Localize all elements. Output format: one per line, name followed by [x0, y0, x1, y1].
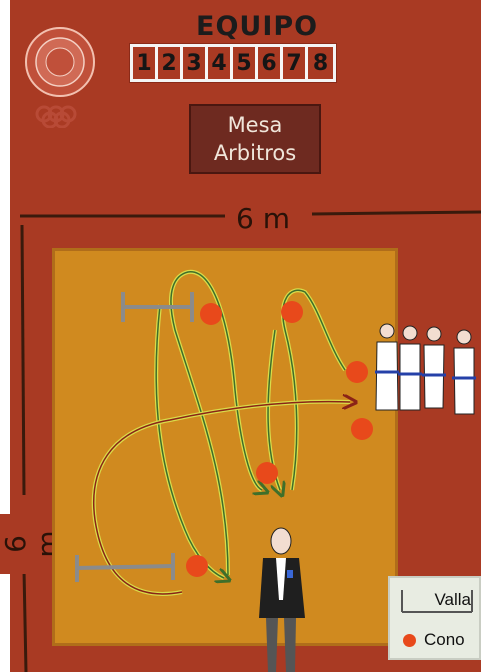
height-dimension-line [20, 225, 28, 672]
team-number-1: 1 [133, 47, 158, 79]
team-number-2: 2 [158, 47, 183, 79]
team-number-3: 3 [183, 47, 208, 79]
team-number-7: 7 [283, 47, 308, 79]
team-number-4: 4 [208, 47, 233, 79]
legend-hurdle-label: Valla [434, 590, 471, 609]
team-number-5: 5 [233, 47, 258, 79]
judges-table-line-1: Mesa [227, 113, 283, 137]
athlete-4 [452, 329, 476, 415]
legend-hurdle-icon [401, 590, 473, 613]
team-title: EQUIPO [196, 11, 319, 42]
width-dimension-line [20, 210, 481, 218]
team-number-bar: 1 2 3 4 5 6 7 8 [130, 44, 336, 82]
legend: Valla Cono [388, 576, 481, 660]
judges-table-line-2: Arbitros [213, 141, 297, 165]
legend-cone-icon [403, 634, 416, 647]
judges-table: Mesa Arbitros [189, 104, 321, 174]
athlete-3 [422, 326, 446, 409]
field-width-label: 6 m [232, 203, 294, 235]
legend-cone-label: Cono [424, 630, 465, 649]
training-field [52, 248, 398, 646]
federation-emblem-logo [25, 27, 95, 128]
athlete-2 [398, 325, 422, 411]
team-number-6: 6 [258, 47, 283, 79]
team-number-8: 8 [308, 47, 333, 79]
